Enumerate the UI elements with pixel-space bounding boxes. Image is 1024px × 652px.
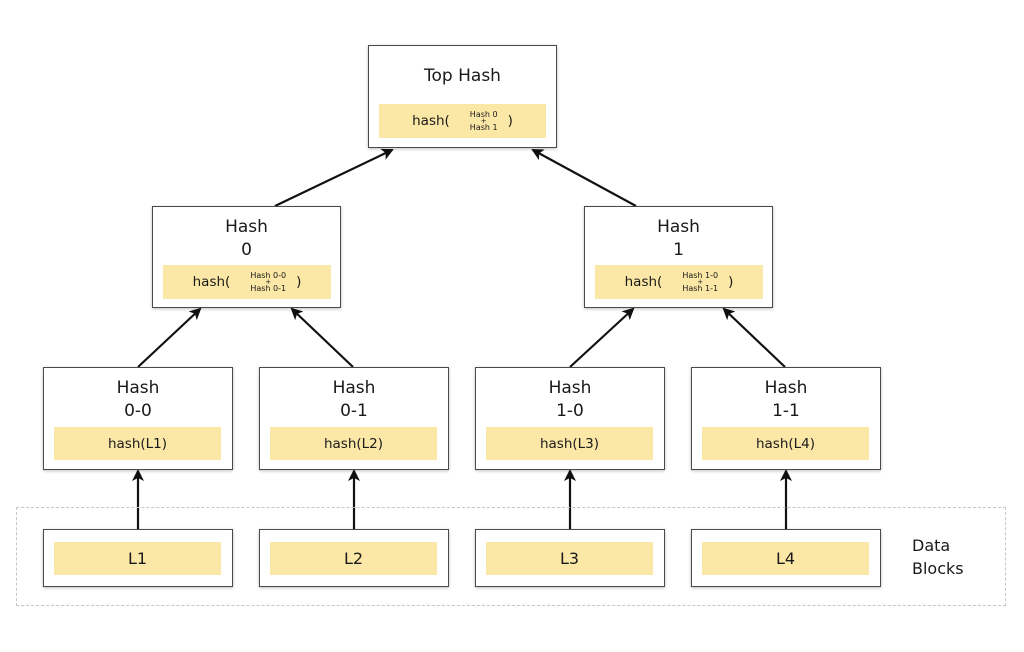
data-blocks-region xyxy=(16,507,1006,606)
node-hash-1-0: Hash 1-0 hash(L3) xyxy=(475,367,665,470)
node-title-line2: 1-0 xyxy=(556,401,584,421)
hash-formula: hash( Hash 0 + Hash 1 ) xyxy=(379,104,546,138)
plus-sign: + xyxy=(265,277,272,286)
node-hash-1-1: Hash 1-1 hash(L4) xyxy=(691,367,881,470)
hash-formula: hash(L2) xyxy=(270,427,437,460)
node-title-line2: 1-1 xyxy=(772,401,800,421)
hash-formula: hash( Hash 0-0 + Hash 0-1 ) xyxy=(163,265,331,299)
data-block-l3: L3 xyxy=(475,529,665,587)
data-block-l2: L2 xyxy=(259,529,449,587)
arrow-hash0-to-top xyxy=(274,148,394,207)
data-block-label: L3 xyxy=(486,542,653,575)
hash-input-2: Hash 1-1 xyxy=(682,283,719,293)
data-blocks-label-line2: Blocks xyxy=(912,559,964,578)
node-title-line1: Hash xyxy=(332,378,376,398)
data-block-label: L1 xyxy=(54,542,221,575)
hash-inputs: Hash 0 + Hash 1 xyxy=(469,109,498,132)
hash-formula: hash(L1) xyxy=(54,427,221,460)
node-title-line1: Hash xyxy=(764,378,808,398)
arrow-hash00-to-hash0 xyxy=(137,307,202,368)
node-title-line1: Hash xyxy=(116,378,160,398)
arrow-hash1-to-top xyxy=(531,149,637,207)
hash-input-1: Hash 1-0 xyxy=(682,270,719,280)
close-paren: ) xyxy=(296,274,302,290)
plus-sign: + xyxy=(480,116,487,125)
node-title: Top Hash xyxy=(424,66,501,86)
node-title-line2: 0 xyxy=(241,240,252,260)
hash-function: hash( xyxy=(412,113,450,129)
node-top-hash: Top Hash hash( Hash 0 + Hash 1 ) xyxy=(368,45,557,148)
arrow-hash01-to-hash0 xyxy=(290,307,354,368)
hash-input-2: Hash 1 xyxy=(469,122,498,132)
data-block-l1: L1 xyxy=(43,529,233,587)
hash-input-1: Hash 0-0 xyxy=(250,270,287,280)
node-hash-0-1: Hash 0-1 hash(L2) xyxy=(259,367,449,470)
node-title-line2: 0-0 xyxy=(124,401,152,421)
hash-formula: hash( Hash 1-0 + Hash 1-1 ) xyxy=(595,265,763,299)
node-title-line1: Hash xyxy=(225,217,268,237)
node-title-line2: 1 xyxy=(673,240,684,260)
plus-sign: + xyxy=(697,277,704,286)
node-hash-0: Hash 0 hash( Hash 0-0 + Hash 0-1 ) xyxy=(152,206,341,308)
arrow-hash10-to-hash1 xyxy=(569,307,635,368)
hash-input-2: Hash 0-1 xyxy=(250,283,287,293)
hash-function: hash( xyxy=(624,274,663,290)
hash-input-1: Hash 0 xyxy=(469,109,498,119)
data-block-l4: L4 xyxy=(691,529,881,587)
hash-function: hash( xyxy=(192,274,231,290)
hash-formula: hash(L4) xyxy=(702,427,869,460)
data-block-label: L2 xyxy=(270,542,437,575)
hash-inputs: Hash 0-0 + Hash 0-1 xyxy=(250,270,287,293)
data-block-label: L4 xyxy=(702,542,869,575)
close-paren: ) xyxy=(728,274,734,290)
arrow-hash11-to-hash1 xyxy=(722,307,786,368)
node-title-line1: Hash xyxy=(548,378,592,398)
node-hash-1: Hash 1 hash( Hash 1-0 + Hash 1-1 ) xyxy=(584,206,773,308)
node-title-line2: 0-1 xyxy=(340,401,368,421)
close-paren: ) xyxy=(507,113,513,129)
hash-inputs: Hash 1-0 + Hash 1-1 xyxy=(682,270,719,293)
data-blocks-label-line1: Data xyxy=(912,536,951,555)
node-hash-0-0: Hash 0-0 hash(L1) xyxy=(43,367,233,470)
hash-formula: hash(L3) xyxy=(486,427,653,460)
data-blocks-label: Data Blocks xyxy=(912,534,964,580)
node-title-line1: Hash xyxy=(657,217,700,237)
